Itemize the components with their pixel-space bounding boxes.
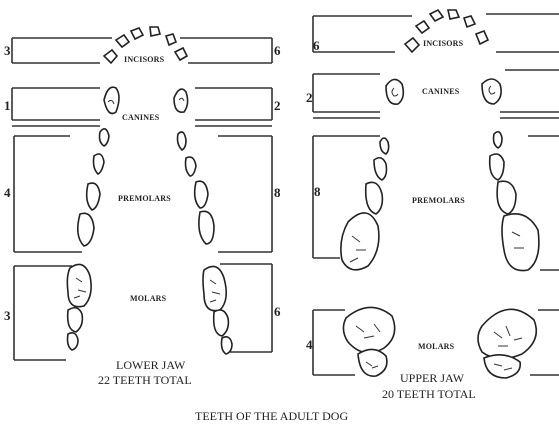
lower-molar-tooth [203, 266, 226, 310]
upper-molars-label: MOLARS [418, 342, 455, 351]
upper-canines-label: CANINES [422, 87, 460, 96]
upper-premolar-tooth [366, 182, 383, 214]
upper-premolar-tooth [497, 181, 516, 214]
upper-premolar-tooth [494, 132, 503, 148]
upper-jaw-total: 20 TEETH TOTAL [382, 387, 476, 401]
upper-incisors-bracket-right [486, 14, 559, 52]
lower-incisor-tooth [116, 35, 129, 47]
upper-molar-tooth [484, 355, 520, 378]
lower-premolar-tooth [78, 213, 94, 246]
lower-canines-label: CANINES [122, 113, 160, 122]
lower-molar-tooth [68, 333, 79, 350]
lower-premolar-tooth [100, 129, 110, 146]
lower-premolar-tooth [87, 183, 100, 210]
lower-molars-bracket-left [14, 266, 72, 360]
lower-canines-count-right: 2 [274, 98, 281, 113]
upper-molar-tooth [478, 309, 536, 358]
lower-incisor-tooth [166, 34, 176, 45]
lower-molar-teeth [67, 264, 232, 354]
upper-premolars-count-left: 8 [314, 184, 321, 199]
lower-premolar-tooth [94, 154, 105, 174]
lower-premolar-tooth [199, 211, 214, 244]
upper-canine-tooth-left [386, 79, 403, 104]
upper-incisors-label: INCISORS [423, 39, 464, 48]
upper-incisor-tooth [476, 31, 488, 44]
upper-incisor-tooth [416, 21, 429, 33]
lower-jaw: INCISORS CANINES PREMOLARS MOLARS 3 6 1 … [4, 27, 281, 387]
lower-incisor-tooth [175, 48, 187, 60]
upper-molars-count-left: 4 [306, 337, 313, 352]
upper-canines-count-left: 2 [306, 90, 313, 105]
lower-premolar-tooth [178, 132, 187, 150]
upper-premolar-tooth [374, 158, 387, 180]
lower-incisors-count-left: 3 [4, 43, 11, 58]
lower-jaw-title: LOWER JAW [116, 358, 186, 372]
lower-jaw-total: 22 TEETH TOTAL [98, 373, 192, 387]
upper-incisor-tooth [430, 10, 443, 21]
upper-jaw: INCISORS CANINES PREMOLARS MOLARS 6 2 8 … [306, 10, 559, 401]
lower-molars-count-left: 3 [4, 308, 11, 323]
lower-premolar-teeth [78, 129, 214, 246]
lower-premolars-count-left: 4 [4, 185, 11, 200]
lower-incisors-bracket-right [180, 38, 272, 63]
diagram-caption: TEETH OF THE ADULT DOG [195, 409, 348, 423]
lower-premolars-label: PREMOLARS [118, 194, 171, 203]
lower-premolars-count-right: 8 [274, 185, 281, 200]
upper-incisors-count-left: 6 [313, 38, 320, 53]
upper-canines-bracket-right [500, 70, 559, 118]
lower-incisor-tooth [131, 28, 143, 39]
lower-incisor-tooth [104, 50, 117, 63]
upper-jaw-title: UPPER JAW [400, 371, 465, 385]
lower-molar-tooth [68, 308, 83, 332]
lower-premolars-bracket-right [218, 136, 272, 252]
upper-premolar-tooth [380, 138, 389, 154]
lower-incisors-count-right: 6 [274, 43, 281, 58]
lower-molar-tooth [67, 264, 91, 306]
upper-molar-tooth [343, 307, 394, 352]
lower-incisors-label: INCISORS [124, 55, 165, 64]
lower-premolar-tooth [186, 157, 197, 176]
lower-canine-tooth-right [174, 89, 188, 112]
lower-molar-tooth [214, 310, 229, 336]
upper-canines-bracket-left [313, 74, 380, 118]
lower-incisor-tooth [150, 27, 160, 36]
upper-incisor-tooth [405, 38, 419, 52]
lower-premolars-bracket-left [14, 136, 82, 252]
lower-molars-label: MOLARS [130, 294, 167, 303]
upper-premolars-label: PREMOLARS [412, 196, 465, 205]
upper-premolar-tooth [502, 214, 539, 271]
lower-molar-tooth [222, 337, 233, 354]
upper-incisor-tooth [464, 16, 475, 27]
lower-canines-bracket-right [195, 88, 272, 126]
upper-canine-tooth-right [482, 79, 501, 104]
lower-incisors-bracket-left [12, 38, 112, 63]
upper-premolar-tooth [490, 154, 504, 180]
upper-incisors-bracket-left [313, 16, 412, 52]
lower-molars-count-right: 6 [274, 304, 281, 319]
lower-canines-count-left: 1 [4, 98, 11, 113]
upper-molar-tooth [358, 349, 387, 376]
lower-premolar-tooth [195, 181, 208, 208]
lower-canines-bracket-left [12, 88, 100, 126]
upper-incisor-tooth [448, 10, 459, 19]
